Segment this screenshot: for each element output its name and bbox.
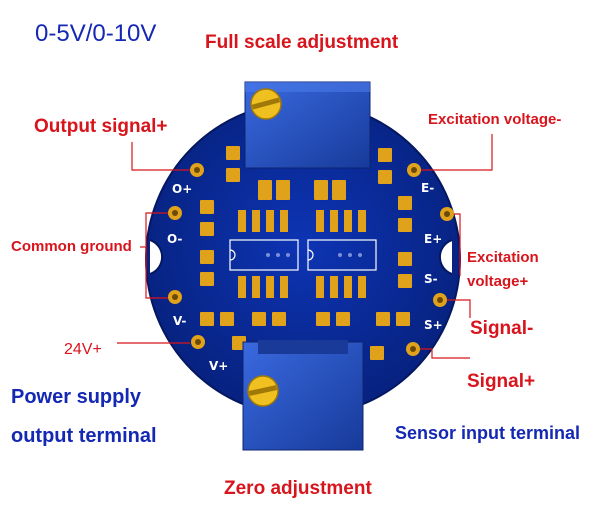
full-scale-adjustment-label: Full scale adjustment [205,32,399,53]
leader-excitation-minus [421,134,493,171]
output-signal-plus-label: Output signal+ [34,116,168,137]
left-notch [149,239,164,275]
supply-24v-label: 24V+ [64,341,102,358]
silk-s-minus: S- [424,272,438,286]
zero-adjustment-label: Zero adjustment [224,478,372,499]
signal-plus-label: Signal+ [467,371,536,392]
output-terminal-label: output terminal [11,425,157,447]
pad-v-minus [168,290,182,304]
silkscreen-labels: O+ O- V- V+ E- E+ S- S+ [167,181,443,373]
pad-v-plus [191,335,205,349]
pad-e-minus [407,163,421,177]
right-notch [438,239,453,275]
excitation-plus-line1: Excitation [467,249,539,266]
excitation-plus-line2: voltage+ [467,273,529,290]
common-ground-label: Common ground [11,238,132,255]
silk-v-plus: V+ [209,359,228,373]
leader-lines [117,134,493,359]
silk-e-minus: E- [421,181,434,195]
silk-v-minus: V- [173,314,186,328]
through-hole-pads [168,163,454,356]
vias [266,253,362,257]
silk-e-plus: E+ [424,232,442,246]
signal-minus-label: Signal- [470,318,534,339]
leader-signal-minus [447,299,471,318]
pad-s-plus [406,342,420,356]
sensor-input-terminal-label: Sensor input terminal [395,423,581,443]
power-supply-label: Power supply [11,386,142,408]
pad-e-plus [440,207,454,221]
full-scale-potentiometer[interactable] [244,81,371,169]
silk-o-plus: O+ [172,182,192,196]
zero-potentiometer[interactable] [242,340,364,451]
leader-output-signal [131,142,190,171]
silk-o-minus: O- [167,232,182,246]
excitation-minus-label: Excitation voltage- [428,111,562,128]
smd-pads [200,146,412,360]
leader-signal-plus [420,348,470,359]
range-label: 0-5V/0-10V [35,20,157,47]
ic-outlines [229,239,377,271]
pad-s-minus [433,293,447,307]
leader-excitation-plus [454,213,461,276]
pad-o-plus [190,163,204,177]
silk-s-plus: S+ [424,318,443,332]
leader-common-ground [145,212,168,299]
pad-o-minus [168,206,182,220]
